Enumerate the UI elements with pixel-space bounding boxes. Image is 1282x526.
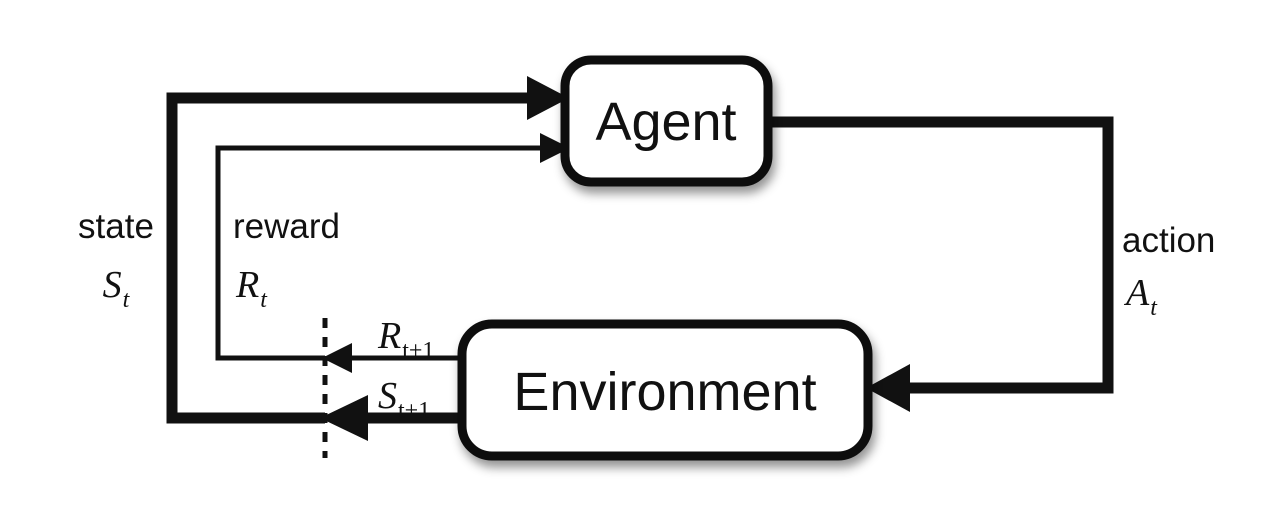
action-symbol-subscript: t [1150,295,1158,321]
action-symbol-label: At [1123,272,1158,321]
reward-symbol: R [235,264,259,306]
state-next-symbol-label: St+1 [378,375,430,424]
state-next-subscript: t+1 [398,398,430,424]
label-reward: reward Rt [233,207,340,313]
label-reward-next: Rt+1 [377,315,434,364]
node-environment[interactable]: Environment [457,319,873,461]
edge-state-next [320,395,464,441]
reward-next-symbol: R [377,315,401,357]
edge-reward-feedback [215,133,570,361]
reward-symbol-label: Rt [235,264,268,313]
reward-next-subscript: t+1 [402,338,434,364]
state-word-label: state [78,207,154,246]
action-word-label: action [1122,221,1215,260]
edge-reward-next [322,343,464,373]
state-symbol: S [103,264,122,306]
reward-next-symbol-label: Rt+1 [377,315,434,364]
state-feedback-arrowhead [527,76,569,120]
reward-word-label: reward [233,207,340,246]
state-symbol-subscript: t [123,287,131,313]
state-symbol-label: St [103,264,131,313]
state-feedback-line [166,92,527,424]
environment-box[interactable] [457,319,873,461]
node-agent[interactable]: Agent [560,55,773,187]
agent-label: Agent [595,92,736,152]
reward-feedback-arrowhead [540,133,570,163]
reward-next-arrowhead [322,343,352,373]
reward-feedback-line [215,145,540,361]
reward-symbol-subscript: t [260,287,268,313]
action-arrowhead [866,364,910,412]
label-state: state St [78,207,154,313]
action-line [768,116,1114,394]
agent-box[interactable] [560,55,773,187]
label-state-next: St+1 [378,375,430,424]
state-next-symbol: S [378,375,397,417]
action-symbol: A [1123,272,1150,314]
label-action: action At [1122,221,1215,321]
edge-state-feedback [166,76,569,424]
edge-action [768,116,1114,412]
state-next-arrowhead [320,395,368,441]
environment-label: Environment [513,362,816,422]
